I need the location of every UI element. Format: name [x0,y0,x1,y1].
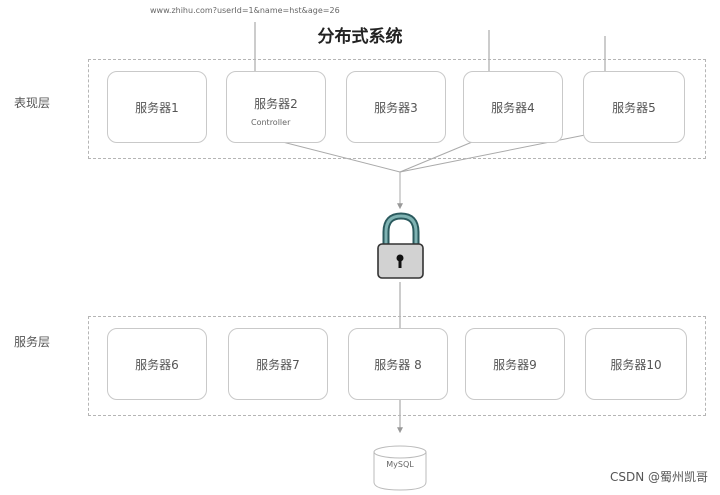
database-label: MySQL [386,460,414,469]
server-5: 服务器5 [583,71,685,143]
server-8: 服务器 8 [348,328,448,400]
service-layer-box [88,316,706,416]
server-1: 服务器1 [107,71,207,143]
server-4: 服务器4 [463,71,563,143]
server-6: 服务器6 [107,328,207,400]
database-icon [373,445,427,491]
watermark: CSDN @蜀州凯哥 [609,470,708,484]
presentation-layer-label: 表现层 [14,96,51,110]
server-3: 服务器3 [346,71,446,143]
service-layer-label: 服务层 [14,335,51,349]
request-url: www.zhihu.com?userId=1&name=hst&age=26 [150,6,340,15]
server-7: 服务器7 [228,328,328,400]
controller-label: Controller [251,118,291,127]
padlock-icon [377,212,424,279]
server-2: 服务器2 Controller [226,71,326,143]
server-9: 服务器9 [465,328,565,400]
presentation-layer-box [88,59,706,159]
diagram-title: 分布式系统 [317,27,403,47]
server-10: 服务器10 [585,328,687,400]
